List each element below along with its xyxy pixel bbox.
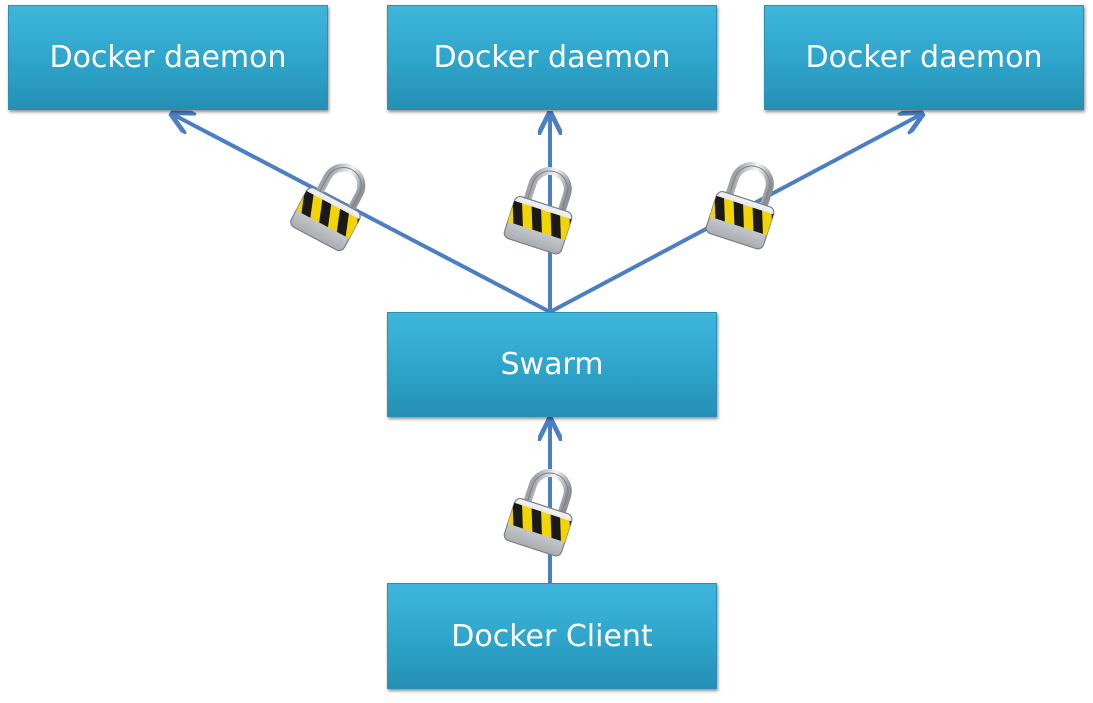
docker-daemon-label-2: Docker daemon: [433, 40, 671, 75]
padlock-icon: [287, 155, 392, 260]
docker-daemon-label-3: Docker daemon: [805, 40, 1043, 75]
docker-daemon-label-1: Docker daemon: [49, 40, 287, 75]
arrow-swarm-to-daemon-1: [174, 115, 551, 314]
swarm-label: Swarm: [500, 347, 604, 382]
swarm-box: Swarm: [387, 312, 717, 417]
docker-daemon-box-2: Docker daemon: [387, 5, 717, 110]
docker-client-box: Docker Client: [387, 583, 717, 689]
docker-client-label: Docker Client: [451, 618, 653, 654]
padlock-icon: [703, 157, 801, 255]
docker-daemon-box-1: Docker daemon: [8, 5, 328, 110]
docker-daemon-box-3: Docker daemon: [764, 5, 1084, 110]
